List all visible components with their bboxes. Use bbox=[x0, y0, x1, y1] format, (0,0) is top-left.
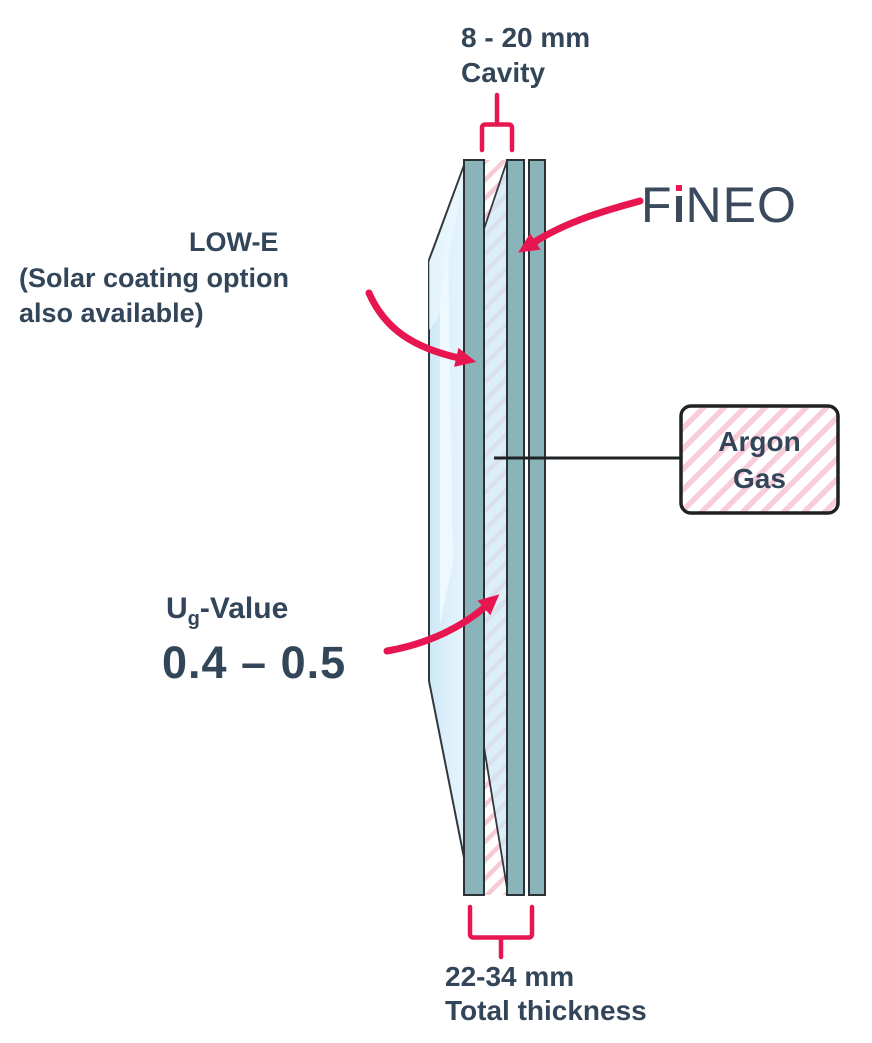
ug-value-number: 0.4 – 0.5 bbox=[162, 637, 347, 688]
cavity-dimension-bracket bbox=[479, 92, 515, 153]
low-e-subtitle-line2: also available) bbox=[19, 298, 204, 328]
total-thickness-value: 22-34 mm bbox=[445, 961, 575, 992]
glass-face-top-highlight bbox=[429, 162, 466, 330]
low-e-subtitle-line1: (Solar coating option bbox=[19, 263, 289, 293]
inner-pane-bottom-edge bbox=[483, 746, 509, 895]
glass-pane-2-fineo bbox=[506, 159, 525, 896]
cavity-dimension-value: 8 - 20 mm bbox=[461, 22, 591, 53]
total-thickness-caption: Total thickness bbox=[445, 995, 647, 1026]
ug-u: U bbox=[166, 592, 188, 625]
ug-value-arrow bbox=[383, 594, 500, 655]
logo-i-dot-icon bbox=[675, 185, 682, 191]
ug-value-label: Ug-Value bbox=[166, 592, 289, 629]
logo-i-stem bbox=[675, 196, 682, 222]
ug-subscript: g bbox=[187, 608, 200, 630]
ug-rest: -Value bbox=[199, 592, 289, 625]
argon-line2: Gas bbox=[733, 462, 786, 494]
logo-part2: NEO bbox=[685, 177, 797, 233]
logo-part1: F bbox=[641, 177, 673, 233]
inner-pane-top-edge bbox=[483, 160, 508, 230]
glass-face-highlight bbox=[440, 242, 453, 625]
low-e-title: LOW-E bbox=[189, 227, 279, 257]
argon-gas-label: Argon Gas bbox=[681, 406, 838, 513]
total-thickness-label: 22-34 mm Total thickness bbox=[445, 960, 647, 1028]
inner-pane-face bbox=[484, 161, 508, 894]
cavity-dimension-caption: Cavity bbox=[461, 57, 546, 88]
glass-pane-1-lowe bbox=[463, 159, 485, 896]
glass-pane-3-fineo bbox=[528, 159, 546, 896]
cavity-dimension-label: 8 - 20 mm Cavity bbox=[461, 20, 590, 90]
argon-line1: Argon bbox=[718, 425, 801, 457]
low-e-arrow bbox=[365, 289, 477, 367]
fineo-arrow bbox=[518, 197, 644, 253]
total-thickness-bracket bbox=[467, 904, 535, 960]
logo-i-glyph bbox=[675, 185, 682, 222]
argon-gas-box bbox=[679, 404, 840, 515]
